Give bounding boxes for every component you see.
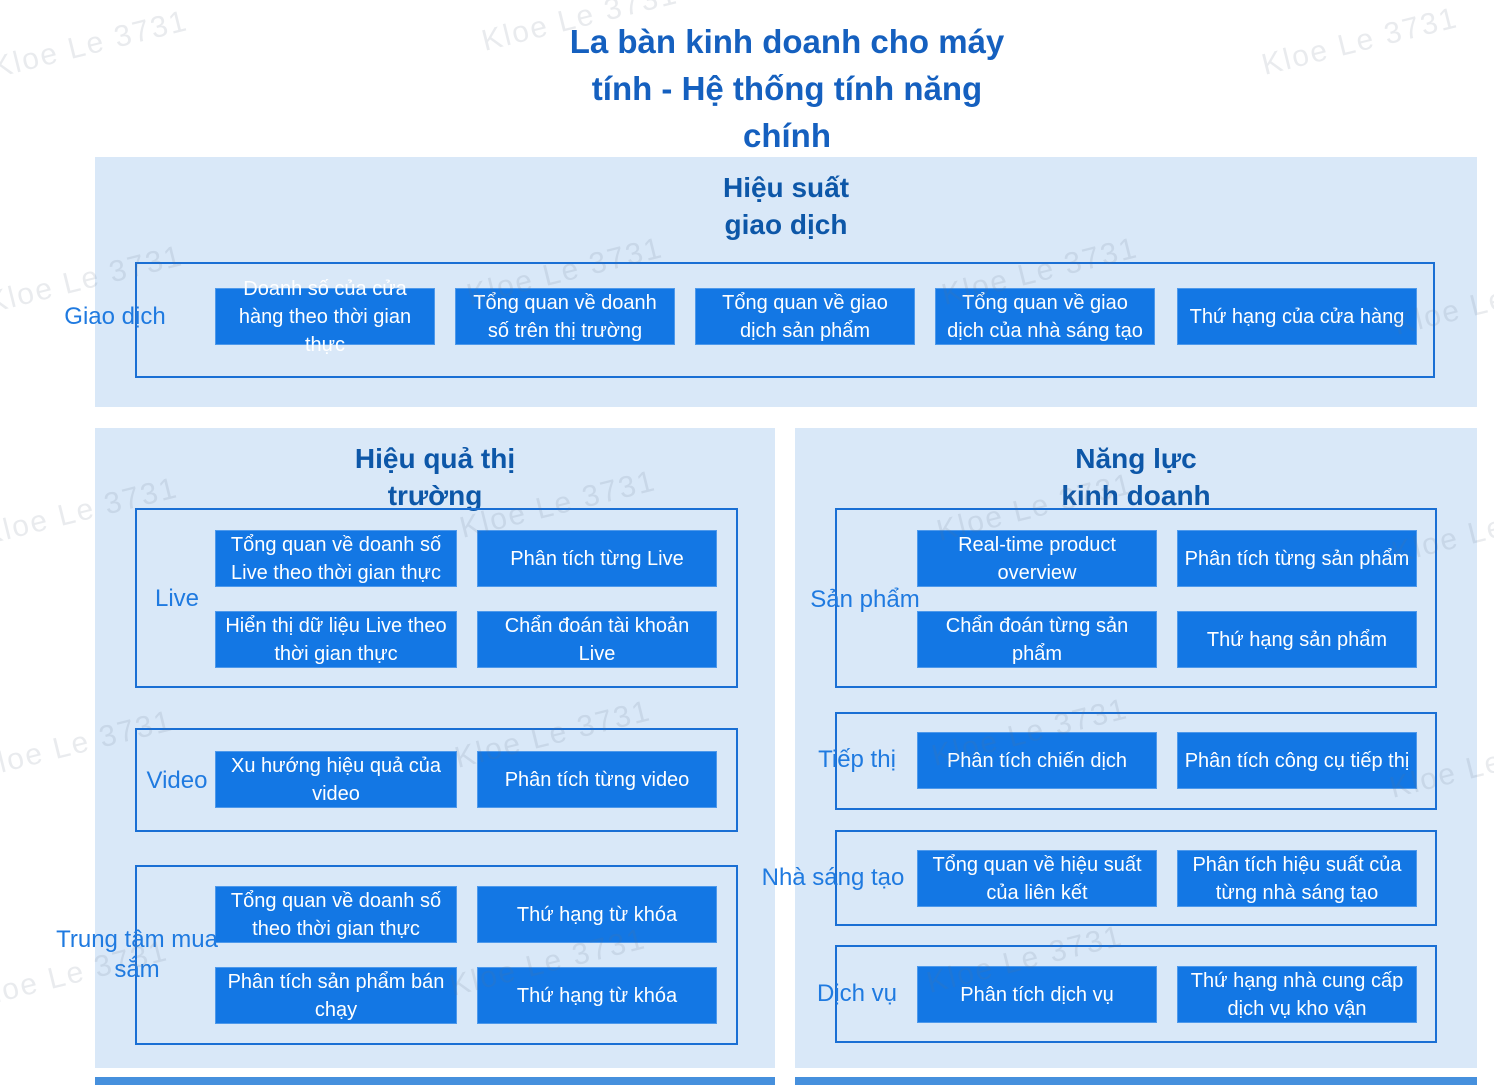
btn-marketing-2[interactable]: Phân tích công cụ tiếp thị — [1177, 732, 1417, 789]
btn-transaction-1[interactable]: Doanh số của cửa hàng theo thời gian thự… — [215, 278, 435, 356]
btn-mall-2[interactable]: Thứ hạng từ khóa — [477, 886, 717, 943]
btn-creator-1-label: Tổng quan về hiệu suất của liên kết — [932, 853, 1142, 904]
transaction-performance-header: Hiệu suất giao dịch — [722, 172, 850, 240]
btn-marketing-1-label: Phân tích chiến dịch — [946, 749, 1128, 772]
row-label-video: Video — [146, 767, 208, 794]
btn-creator-1[interactable]: Tổng quan về hiệu suất của liên kết — [917, 850, 1157, 907]
service-rowbox: Phân tích dịch vụ Thứ hạng nhà cung cấp … — [835, 945, 1437, 1043]
btn-service-1-label: Phân tích dịch vụ — [960, 983, 1114, 1006]
btn-live-4[interactable]: Chẩn đoán tài khoản Live — [477, 611, 717, 668]
btn-marketing-2-label: Phân tích công cụ tiếp thị — [1184, 749, 1410, 772]
row-label-creator: Nhà sáng tạo — [761, 864, 905, 891]
video-rowbox: Xu hướng hiệu quả của video Phân tích từ… — [135, 728, 738, 832]
btn-mall-3[interactable]: Phân tích sản phẩm bán chạy — [215, 967, 457, 1024]
btn-transaction-3[interactable]: Tổng quan về giao dịch sản phẩm — [695, 288, 915, 345]
btn-live-3-label: Hiển thị dữ liệu Live theo thời gian thự… — [225, 614, 447, 665]
btn-mall-2-label: Thứ hạng từ khóa — [516, 903, 678, 926]
btn-product-1[interactable]: Real-time product overview — [917, 530, 1157, 587]
marketing-rowbox: Phân tích chiến dịch Phân tích công cụ t… — [835, 712, 1437, 810]
btn-video-2[interactable]: Phân tích từng video — [477, 751, 717, 808]
live-rowbox: Tổng quan về doanh số Live theo thời gia… — [135, 508, 738, 688]
btn-transaction-2-label: Tổng quan về doanh số trên thị trường — [473, 291, 657, 342]
business-capability-header: Năng lực kinh doanh — [1061, 443, 1211, 511]
market-performance-panel: Hiệu quả thị trường Tổng quan về doanh s… — [56, 428, 775, 1068]
btn-live-4-label: Chẩn đoán tài khoản Live — [504, 614, 690, 665]
btn-transaction-1-label: Doanh số của cửa hàng theo thời gian thự… — [238, 277, 412, 356]
row-label-product: Sản phẩm — [810, 586, 920, 613]
btn-service-2[interactable]: Thứ hạng nhà cung cấp dịch vụ kho vận — [1177, 966, 1417, 1023]
btn-live-2[interactable]: Phân tích từng Live — [477, 530, 717, 587]
btn-mall-4[interactable]: Thứ hạng từ khóa — [477, 967, 717, 1024]
business-capability-panel: Năng lực kinh doanh Real-time product ov… — [762, 428, 1477, 1068]
btn-service-2-label: Thứ hạng nhà cung cấp dịch vụ kho vận — [1190, 969, 1404, 1020]
btn-creator-2[interactable]: Phân tích hiệu suất của từng nhà sáng tạ… — [1177, 850, 1417, 907]
creator-rowbox: Tổng quan về hiệu suất của liên kết Phân… — [835, 830, 1437, 926]
btn-video-1[interactable]: Xu hướng hiệu quả của video — [215, 751, 457, 808]
btn-transaction-4-label: Tổng quan về giao dịch của nhà sáng tạo — [947, 291, 1143, 342]
row-label-mall: Trung tâm mua sắm — [56, 926, 218, 983]
btn-product-2-label: Phân tích từng sản phẩm — [1184, 547, 1410, 570]
btn-product-3-label: Chẩn đoán từng sản phẩm — [945, 614, 1129, 665]
btn-service-1[interactable]: Phân tích dịch vụ — [917, 966, 1157, 1023]
row-label-marketing: Tiếp thị — [818, 746, 896, 773]
transaction-performance-panel: Hiệu suất giao dịch Doanh số của cửa hàn… — [64, 157, 1477, 407]
mall-rowbox: Tổng quan về doanh số theo thời gian thự… — [135, 865, 738, 1045]
btn-transaction-3-label: Tổng quan về giao dịch sản phẩm — [722, 291, 888, 342]
btn-live-2-label: Phân tích từng Live — [510, 547, 684, 570]
btn-video-1-label: Xu hướng hiệu quả của video — [231, 754, 441, 805]
watermark-text: Kloe Le 3731 — [0, 4, 192, 85]
btn-product-1-label: Real-time product overview — [958, 533, 1116, 584]
row-label-service: Dịch vụ — [816, 980, 898, 1007]
btn-product-4-label: Thứ hạng sản phẩm — [1206, 628, 1388, 651]
btn-transaction-4[interactable]: Tổng quan về giao dịch của nhà sáng tạo — [935, 288, 1155, 345]
btn-transaction-2[interactable]: Tổng quan về doanh số trên thị trường — [455, 288, 675, 345]
watermark-text: Kloe Le 3731 — [1258, 1, 1462, 82]
row-label-transaction: Giao dịch — [64, 303, 166, 330]
btn-transaction-5-label: Thứ hạng của cửa hàng — [1189, 305, 1405, 328]
btn-mall-1[interactable]: Tổng quan về doanh số theo thời gian thự… — [215, 886, 457, 943]
btn-mall-3-label: Phân tích sản phẩm bán chạy — [227, 970, 445, 1021]
cropped-next-section-strip-right — [795, 1077, 1477, 1085]
btn-mall-1-label: Tổng quan về doanh số theo thời gian thự… — [230, 889, 442, 940]
btn-marketing-1[interactable]: Phân tích chiến dịch — [917, 732, 1157, 789]
product-rowbox: Real-time product overview Phân tích từn… — [835, 508, 1437, 688]
btn-live-1[interactable]: Tổng quan về doanh số Live theo thời gia… — [215, 530, 457, 587]
market-performance-header: Hiệu quả thị trường — [354, 443, 516, 511]
page-title: La bàn kinh doanh cho máy tính - Hệ thốn… — [569, 23, 1005, 154]
btn-video-2-label: Phân tích từng video — [504, 768, 690, 791]
btn-product-3[interactable]: Chẩn đoán từng sản phẩm — [917, 611, 1157, 668]
btn-transaction-5[interactable]: Thứ hạng của cửa hàng — [1177, 288, 1417, 345]
transaction-rowbox: Doanh số của cửa hàng theo thời gian thự… — [135, 262, 1435, 378]
btn-live-1-label: Tổng quan về doanh số Live theo thời gia… — [230, 533, 442, 584]
btn-product-4[interactable]: Thứ hạng sản phẩm — [1177, 611, 1417, 668]
btn-creator-2-label: Phân tích hiệu suất của từng nhà sáng tạ… — [1192, 853, 1402, 904]
row-label-live: Live — [154, 585, 200, 612]
btn-live-3[interactable]: Hiển thị dữ liệu Live theo thời gian thự… — [215, 611, 457, 668]
btn-product-2[interactable]: Phân tích từng sản phẩm — [1177, 530, 1417, 587]
btn-mall-4-label: Thứ hạng từ khóa — [516, 984, 678, 1007]
cropped-next-section-strip-left — [95, 1077, 775, 1085]
